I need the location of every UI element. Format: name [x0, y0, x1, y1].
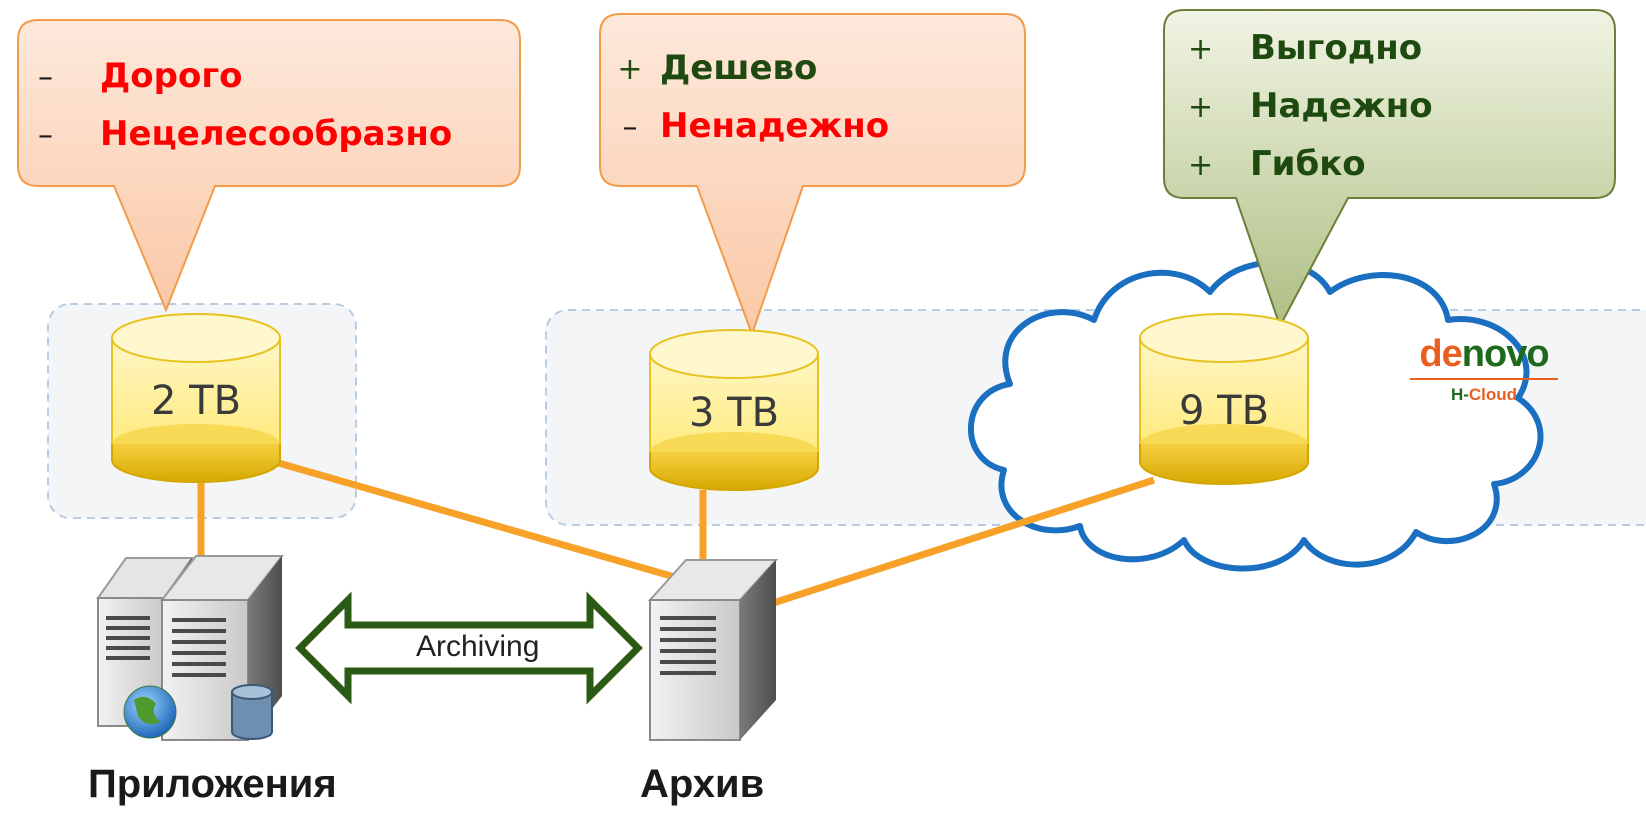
archiving-label: Archiving	[416, 630, 540, 663]
link-disk-archive	[274, 458, 686, 584]
database-icon	[231, 684, 273, 740]
disk-cloud-label: 9 TB	[1178, 388, 1270, 434]
disk-archive	[649, 329, 819, 491]
disk-apps	[111, 313, 281, 483]
globe-icon	[123, 685, 177, 739]
callout-archive-item-2: –Ненадежно	[622, 106, 890, 146]
denovo-logo: denovo H-Cloud	[1410, 334, 1558, 406]
logo-brand: denovo	[1419, 333, 1549, 375]
callout-apps-text: –Дорого –Нецелесообразно	[38, 48, 452, 164]
archive-node-label: Архив	[640, 762, 765, 806]
archiving-arrow	[295, 591, 643, 705]
server-icon	[647, 559, 779, 741]
callout-cloud-text: +Выгодно +Надежно +Гибко	[1188, 20, 1433, 194]
disk-apps-label: 2 TB	[150, 378, 242, 424]
callout-archive-item-1: +Дешево	[617, 48, 818, 88]
disk-cloud	[1139, 313, 1309, 485]
callout-cloud-bubble	[1163, 9, 1616, 329]
apps-node-label: Приложения	[88, 762, 337, 806]
logo-sub: H-Cloud	[1410, 378, 1558, 406]
callout-apps-item-2: –Нецелесообразно	[38, 114, 453, 154]
callout-cloud-item-1: +Выгодно	[1188, 28, 1423, 68]
callout-archive-text: +Дешево –Ненадежно	[600, 40, 889, 156]
callout-cloud-item-3: +Гибко	[1188, 144, 1366, 184]
callout-cloud-item-2: +Надежно	[1188, 86, 1433, 126]
disk-archive-label: 3 TB	[688, 390, 780, 436]
callout-archive-bubble	[599, 13, 1026, 337]
link-archive-cloud	[768, 476, 1156, 608]
callout-apps-bubble	[17, 19, 521, 313]
callout-apps-item-1: –Дорого	[38, 56, 243, 96]
